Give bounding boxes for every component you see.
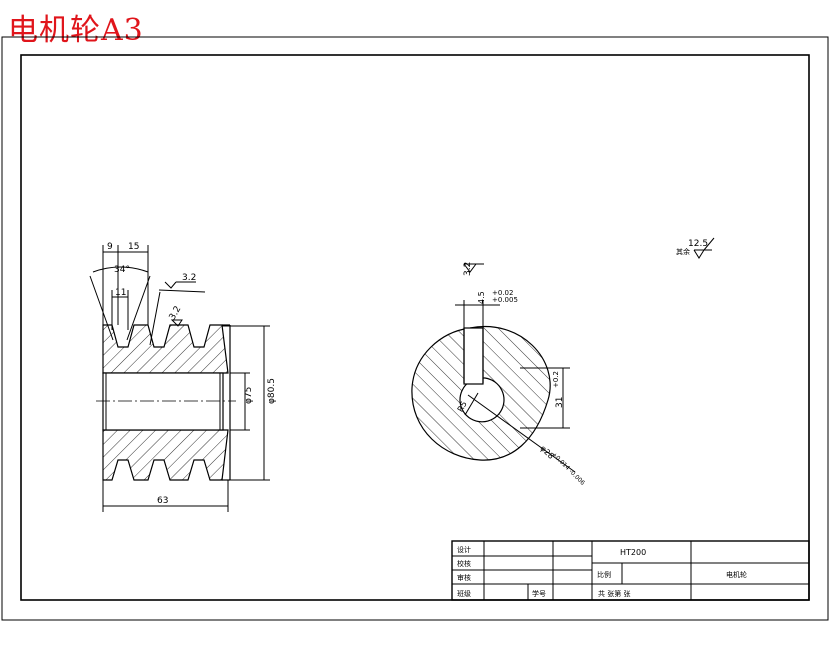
tb-part-name: 电机轮	[726, 570, 747, 579]
keyway-depth: 31	[555, 397, 565, 408]
tb-check: 校核	[457, 559, 471, 568]
tb-review: 审核	[457, 573, 471, 582]
keyway-tol-upper: +0.02	[492, 289, 513, 297]
section-view	[411, 325, 551, 461]
bore-tolerance: +0.014 -0.006	[550, 451, 586, 487]
keyway-width: 4.5	[477, 291, 486, 304]
roughness-general-label: 其余	[676, 247, 690, 256]
pulley-top-section	[102, 324, 229, 374]
dim-9: 9	[107, 242, 113, 252]
pulley-bore	[102, 372, 224, 431]
section-bore	[459, 377, 505, 423]
tb-sheets: 共 张第 张	[598, 589, 630, 598]
keyway-tol-lower: +0.005	[492, 296, 518, 304]
roughness-general-value: 12.5	[688, 239, 708, 249]
tb-design: 设计	[457, 545, 471, 554]
drawing-title: 电机轮A3	[8, 13, 144, 48]
dim-width-63: 63	[157, 496, 168, 506]
dim-dia-80-5: φ80.5	[267, 378, 277, 404]
roughness-top: 3.2	[182, 273, 196, 283]
outer-border	[1, 36, 829, 621]
dim-11: 11	[115, 288, 126, 298]
pulley-bottom-section	[102, 429, 229, 481]
tb-student-no: 学号	[532, 589, 546, 598]
tb-material: HT200	[620, 548, 646, 557]
dim-15: 15	[128, 242, 139, 252]
dim-angle-34: 34°	[114, 265, 130, 275]
tb-class: 班级	[457, 589, 471, 598]
dim-dia-75: φ75	[244, 387, 254, 404]
pulley-view	[89, 245, 270, 512]
inner-border	[20, 54, 810, 601]
roughness-key: 3.2	[463, 262, 473, 276]
roughness-groove: 3.2	[168, 305, 184, 322]
keyway-depth-tol: +0.2	[552, 371, 560, 388]
tb-ratio: 比例	[597, 570, 611, 579]
title-block	[451, 540, 810, 601]
keyway	[463, 327, 484, 385]
